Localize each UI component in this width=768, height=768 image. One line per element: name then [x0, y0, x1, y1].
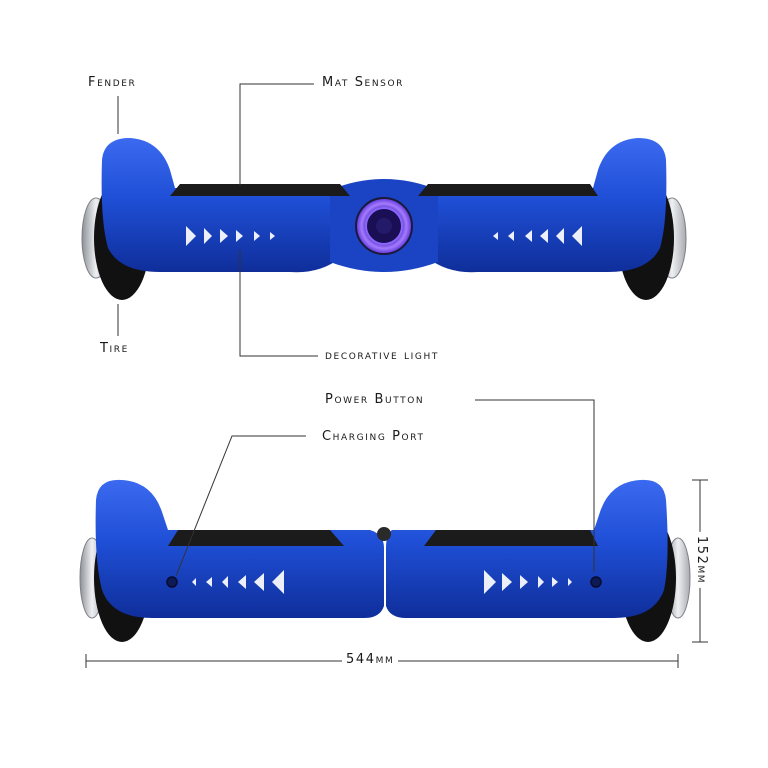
decorative-light-leader — [239, 250, 318, 357]
power-button — [590, 576, 602, 588]
fender-label: Fender — [88, 75, 137, 90]
mat-left-bottom — [168, 530, 344, 546]
arrow-lights-right-top — [493, 226, 582, 246]
hoverboard-side-view — [79, 479, 691, 642]
arrow-lights-right-bottom — [484, 570, 572, 594]
mat-right-top — [418, 184, 598, 196]
mat-right-bottom — [424, 530, 598, 546]
body-right-bottom — [386, 479, 668, 618]
body-left-bottom — [95, 479, 384, 618]
hoverboard-top-view — [81, 138, 687, 300]
mat-sensor-label: Mat Sensor — [322, 75, 405, 90]
charging-port-leader — [175, 435, 306, 577]
length-dimension: 544mm — [342, 653, 399, 667]
tire-label: Tire — [100, 341, 129, 356]
mat-sensor-leader — [239, 83, 314, 186]
arrow-lights-left-bottom — [192, 570, 284, 594]
callout-lines — [117, 83, 595, 577]
charging-port — [166, 576, 178, 588]
body-left-top — [101, 138, 360, 273]
decorative-light-label: decorative light — [325, 348, 439, 363]
arrow-lights-left-top — [186, 226, 275, 246]
decorative-light — [355, 197, 413, 255]
mat-left-top — [170, 184, 350, 196]
power-button-label: Power Button — [325, 392, 425, 407]
body-right-top — [408, 138, 667, 273]
height-dimension: 152mm — [694, 531, 709, 589]
charging-port-label: Charging Port — [322, 429, 425, 444]
power-button-leader — [475, 399, 595, 572]
